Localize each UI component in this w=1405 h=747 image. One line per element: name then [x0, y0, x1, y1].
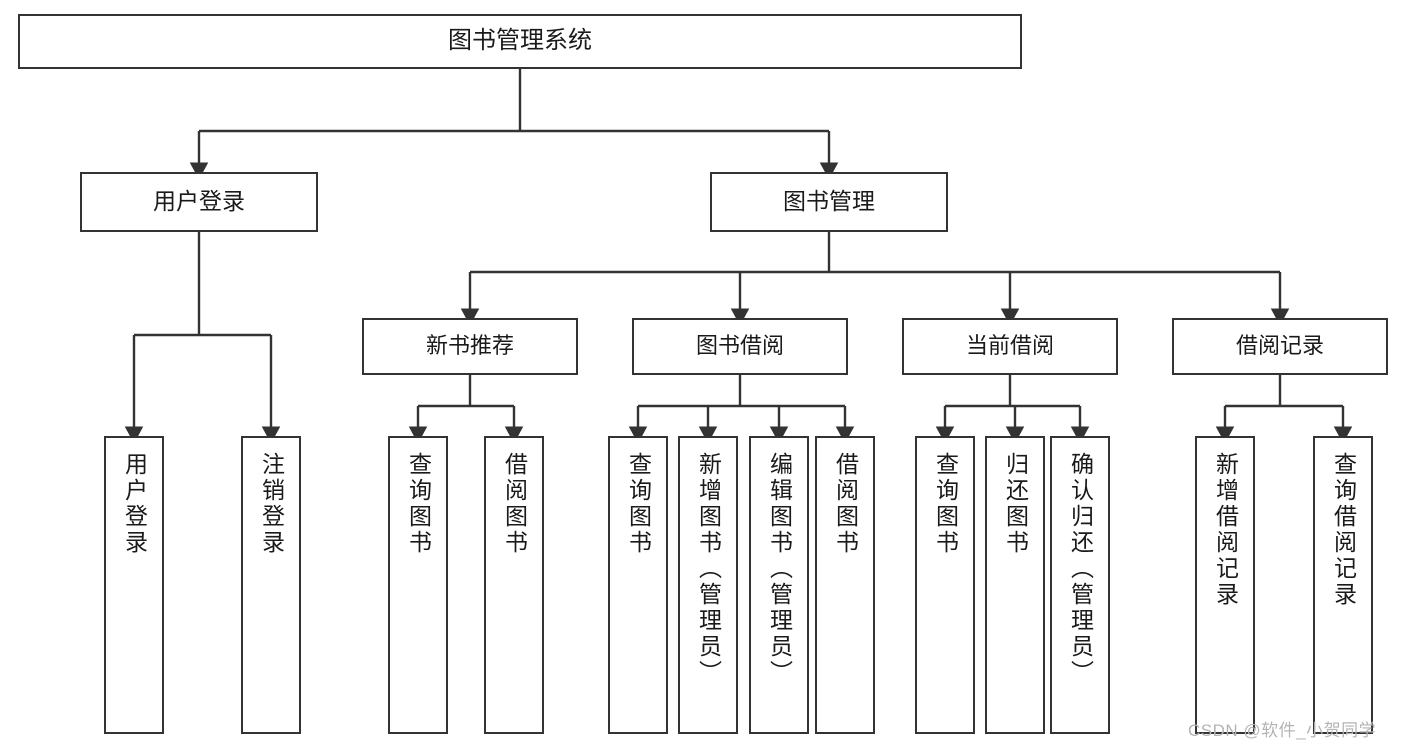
- node-leaf-query-record[interactable]: 查询借阅记录: [1313, 436, 1373, 734]
- node-label: 查询图书: [625, 452, 652, 556]
- node-leaf-borrow-book-1[interactable]: 借阅图书: [484, 436, 544, 734]
- node-label: 编辑图书（管理员）: [766, 452, 793, 686]
- node-leaf-add-record[interactable]: 新增借阅记录: [1195, 436, 1255, 734]
- node-leaf-borrow-book-2[interactable]: 借阅图书: [815, 436, 875, 734]
- node-root[interactable]: 图书管理系统: [18, 14, 1022, 69]
- node-label: 新书推荐: [425, 333, 514, 359]
- node-leaf-edit-book[interactable]: 编辑图书（管理员）: [749, 436, 809, 734]
- node-label: 查询图书: [932, 452, 959, 556]
- node-label: 图书管理系统: [448, 27, 592, 55]
- node-label: 当前借阅: [965, 333, 1054, 359]
- node-label: 查询图书: [405, 452, 432, 556]
- node-label: 图书管理: [783, 188, 875, 215]
- node-leaf-query-book-2[interactable]: 查询图书: [608, 436, 668, 734]
- node-borrow-record[interactable]: 借阅记录: [1172, 318, 1388, 375]
- node-label: 用户登录: [153, 188, 245, 215]
- node-leaf-query-book-1[interactable]: 查询图书: [388, 436, 448, 734]
- node-label: 借阅记录: [1235, 333, 1324, 359]
- node-leaf-add-book[interactable]: 新增图书（管理员）: [678, 436, 738, 734]
- node-label: 图书借阅: [695, 333, 784, 359]
- node-label: 新增图书（管理员）: [695, 452, 722, 686]
- node-current-borrow[interactable]: 当前借阅: [902, 318, 1118, 375]
- node-label: 归还图书: [1002, 452, 1029, 556]
- node-leaf-query-book-3[interactable]: 查询图书: [915, 436, 975, 734]
- edge-layer: [124, 69, 1353, 444]
- node-label: 注销登录: [258, 452, 285, 556]
- node-label: 用户登录: [121, 452, 148, 556]
- node-book-borrow[interactable]: 图书借阅: [632, 318, 848, 375]
- node-label: 新增借阅记录: [1212, 452, 1239, 608]
- node-user-login[interactable]: 用户登录: [80, 172, 318, 232]
- node-book-manage[interactable]: 图书管理: [710, 172, 948, 232]
- node-label: 借阅图书: [832, 452, 859, 556]
- node-leaf-return-book[interactable]: 归还图书: [985, 436, 1045, 734]
- node-leaf-confirm-return[interactable]: 确认归还（管理员）: [1050, 436, 1110, 734]
- node-label: 查询借阅记录: [1330, 452, 1357, 608]
- node-leaf-user-logout[interactable]: 注销登录: [241, 436, 301, 734]
- node-new-book-rec[interactable]: 新书推荐: [362, 318, 578, 375]
- node-label: 借阅图书: [501, 452, 528, 556]
- node-leaf-user-login[interactable]: 用户登录: [104, 436, 164, 734]
- node-label: 确认归还（管理员）: [1067, 452, 1094, 686]
